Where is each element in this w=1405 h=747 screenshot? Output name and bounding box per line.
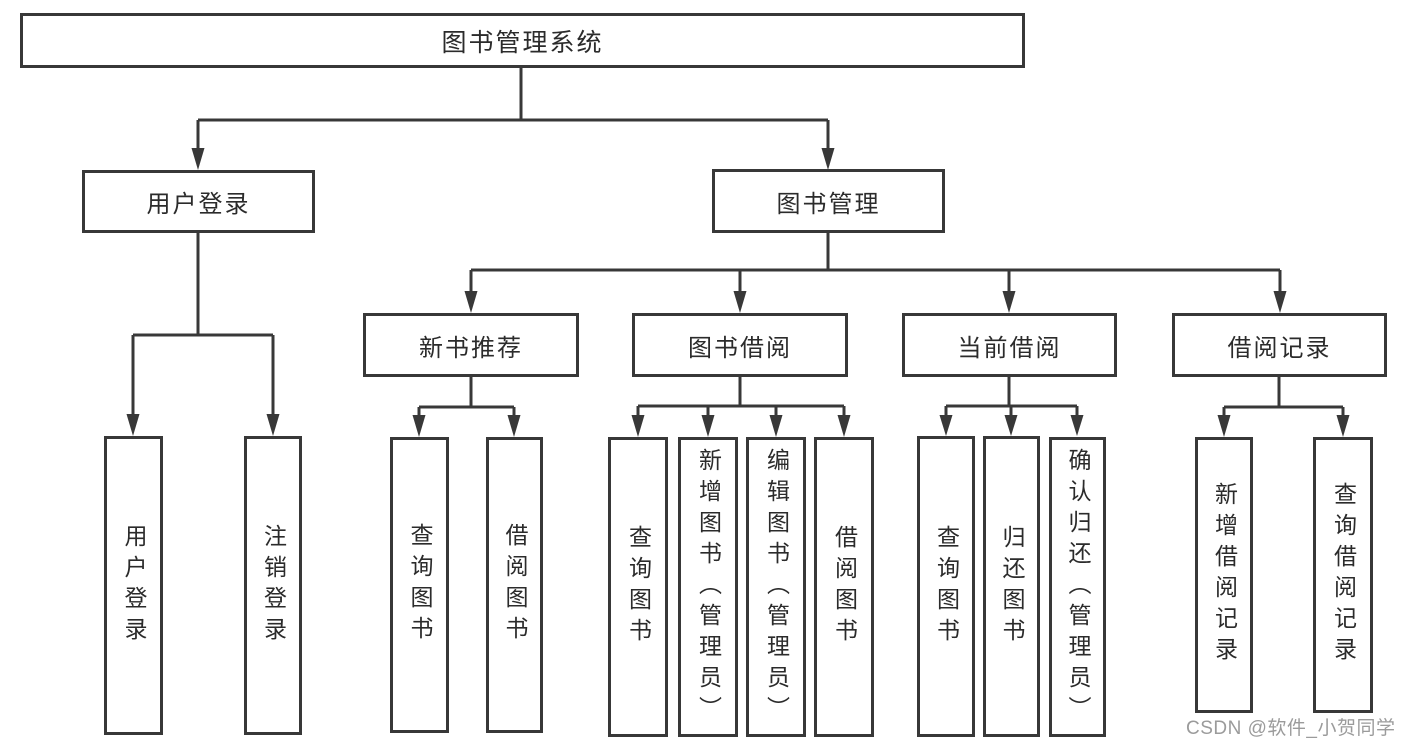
edge-bookmgmt-to-level3 <box>464 233 1287 313</box>
watermark: CSDN @软件_小贺同学 <box>1186 718 1396 739</box>
leaf-bb-borrow-books: 借阅图书 <box>814 437 874 737</box>
leaf-rec-borrow-books-label: 借阅图书 <box>502 523 528 647</box>
node-book-borrow-label: 图书借阅 <box>688 334 792 362</box>
leaf-logout: 注销登录 <box>244 436 302 735</box>
node-book-management: 图书管理 <box>712 169 945 233</box>
leaf-br-query-record: 查询借阅记录 <box>1313 437 1373 713</box>
leaf-cb-query-books-label: 查询图书 <box>933 524 960 649</box>
edge-root-to-level2 <box>191 68 835 170</box>
node-borrow-record-label: 借阅记录 <box>1227 334 1332 362</box>
leaf-br-add-record-label: 新增借阅记录 <box>1211 482 1238 668</box>
leaf-bb-borrow-books-label: 借阅图书 <box>831 525 858 649</box>
leaf-cb-confirm-return-admin-label: 确认归还（管理员） <box>1065 447 1091 727</box>
leaf-cb-query-books: 查询图书 <box>917 436 975 737</box>
edge-bookborrow-to-leaves <box>631 377 851 437</box>
node-user-login-label: 用户登录 <box>146 191 251 218</box>
leaf-bb-edit-books-admin: 编辑图书（管理员） <box>746 437 806 737</box>
leaf-cb-confirm-return-admin: 确认归还（管理员） <box>1049 437 1106 737</box>
node-new-book-recommend: 新书推荐 <box>363 313 579 377</box>
leaf-bb-add-books-admin-label: 新增图书（管理员） <box>695 447 722 727</box>
node-borrow-record: 借阅记录 <box>1172 313 1387 377</box>
node-current-borrow: 当前借阅 <box>902 313 1117 377</box>
edge-currentborrow-to-leaves <box>939 377 1084 436</box>
node-root-label: 图书管理系统 <box>441 28 604 57</box>
leaf-cb-return-books: 归还图书 <box>983 436 1040 737</box>
leaf-bb-edit-books-admin-label: 编辑图书（管理员） <box>763 447 790 727</box>
node-current-borrow-label: 当前借阅 <box>957 334 1062 362</box>
edge-userlogin-to-leaves <box>126 233 280 436</box>
leaf-rec-query-books-label: 查询图书 <box>407 523 433 647</box>
node-root: 图书管理系统 <box>20 13 1025 68</box>
edge-newbookrec-to-leaves <box>412 377 521 437</box>
leaf-bb-query-books-label: 查询图书 <box>625 525 652 649</box>
leaf-br-query-record-label: 查询借阅记录 <box>1330 482 1357 668</box>
node-user-login: 用户登录 <box>82 170 315 233</box>
node-book-borrow: 图书借阅 <box>632 313 848 377</box>
leaf-logout-label: 注销登录 <box>260 523 287 648</box>
node-book-management-label: 图书管理 <box>776 190 881 218</box>
leaf-br-add-record: 新增借阅记录 <box>1195 437 1253 713</box>
leaf-rec-borrow-books: 借阅图书 <box>486 437 543 733</box>
leaf-bb-query-books: 查询图书 <box>608 437 668 737</box>
node-new-book-recommend-label: 新书推荐 <box>419 334 523 362</box>
edge-borrowrecord-to-leaves <box>1217 377 1350 437</box>
leaf-user-login-label: 用户登录 <box>121 523 147 648</box>
leaf-cb-return-books-label: 归还图书 <box>999 524 1025 649</box>
leaf-bb-add-books-admin: 新增图书（管理员） <box>678 437 738 737</box>
leaf-user-login: 用户登录 <box>104 436 163 735</box>
leaf-rec-query-books: 查询图书 <box>390 437 449 733</box>
